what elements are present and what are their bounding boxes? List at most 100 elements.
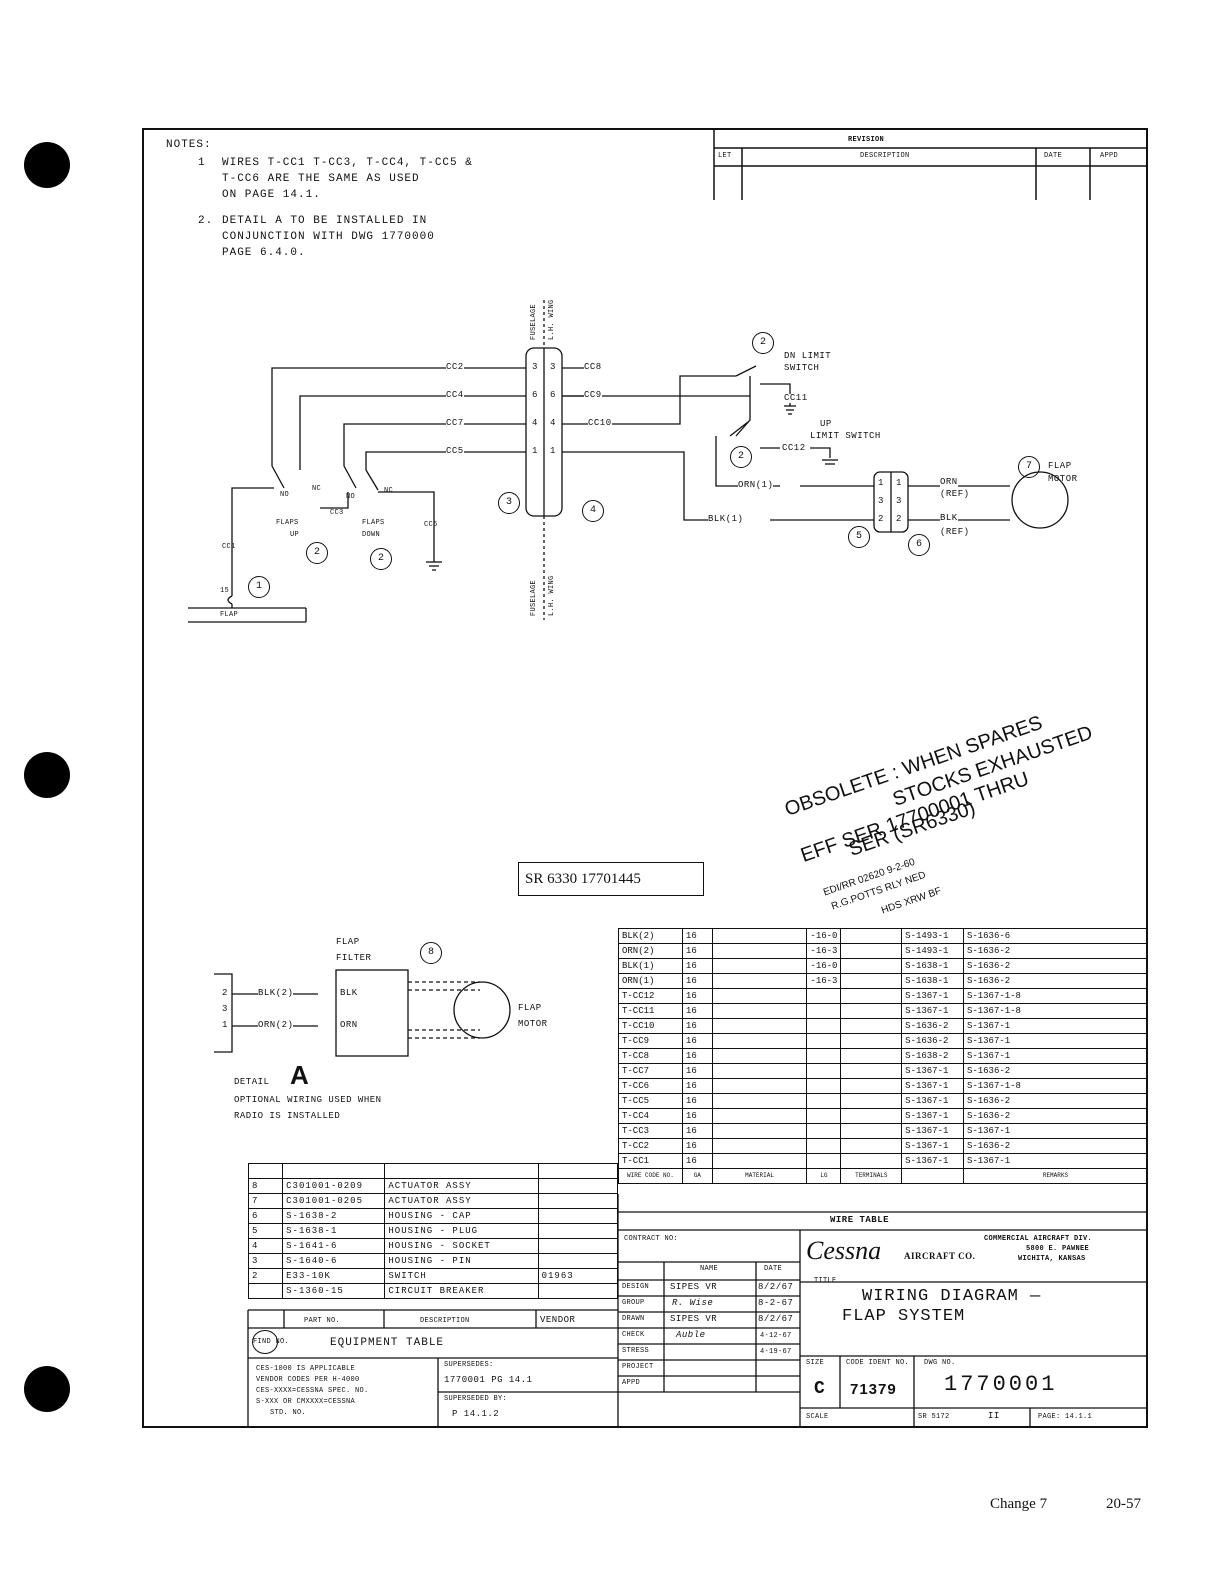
revision-col-date: DATE bbox=[1044, 152, 1063, 160]
detail-title: DETAIL bbox=[234, 1077, 270, 1087]
balloon-2-flaps-up: 2 bbox=[306, 542, 328, 564]
design-label: DESIGN bbox=[622, 1283, 650, 1291]
wire-cc7-label: CC7 bbox=[446, 418, 464, 428]
flap-motor-label-1: FLAP bbox=[1048, 461, 1072, 471]
drawing-number: 1770001 bbox=[944, 1372, 1058, 1397]
note-1-line-3: ON PAGE 14.1. bbox=[222, 189, 321, 201]
filter-orn-terminal: ORN bbox=[340, 1020, 358, 1030]
wire-cc5-label: CC5 bbox=[446, 446, 464, 456]
check-label: CHECK bbox=[622, 1331, 645, 1339]
code-ident-value: 71379 bbox=[850, 1381, 897, 1398]
revision-number: II bbox=[988, 1411, 1000, 1421]
plug-pin-3b: 3 bbox=[896, 496, 902, 506]
equipment-table-cell bbox=[247, 1283, 284, 1299]
wire-cc8-label: CC8 bbox=[584, 362, 602, 372]
scale-label: SCALE bbox=[806, 1413, 829, 1421]
equipment-table-title: EQUIPMENT TABLE bbox=[330, 1337, 445, 1349]
superseded-by-value: P 14.1.2 bbox=[452, 1409, 500, 1419]
balloon-2-dn-switch: 2 bbox=[752, 332, 774, 354]
size-label: SIZE bbox=[806, 1359, 825, 1367]
flap-filter-label-1: FLAP bbox=[336, 937, 360, 947]
wire-table-header-cell: MATERIAL bbox=[711, 1168, 808, 1184]
group-label: GROUP bbox=[622, 1299, 645, 1307]
wire-cc6-label: CC6 bbox=[424, 521, 438, 529]
plug-pin-2b: 2 bbox=[896, 514, 902, 524]
page-number-footer: 20-57 bbox=[1106, 1496, 1141, 1512]
equipment-head-description: DESCRIPTION bbox=[420, 1317, 470, 1325]
drawn-name: SIPES VR bbox=[670, 1314, 718, 1324]
plug-pin-1a: 1 bbox=[878, 478, 884, 488]
design-date: 8/2/67 bbox=[758, 1282, 794, 1292]
detail-flap-motor-label-1: FLAP bbox=[518, 1003, 542, 1013]
revision-col-approved: APPD bbox=[1100, 152, 1119, 160]
find-no-symbol: FIND NO. bbox=[252, 1330, 289, 1354]
wire-cc12-label: CC12 bbox=[782, 443, 806, 453]
connector-pin-6-left: 6 bbox=[532, 390, 538, 400]
revision-col-letter: LET bbox=[718, 152, 732, 160]
wire-cc2-label: CC2 bbox=[446, 362, 464, 372]
filter-blk-terminal: BLK bbox=[340, 988, 358, 998]
equipment-table-cell bbox=[537, 1283, 619, 1299]
drawn-date: 8/2/67 bbox=[758, 1314, 794, 1324]
balloon-2-up-switch: 2 bbox=[730, 446, 752, 468]
balloon-4-connector: 4 bbox=[582, 500, 604, 522]
detail-flap-motor-label-2: MOTOR bbox=[518, 1019, 548, 1029]
note-2-line-1: DETAIL A TO BE INSTALLED IN bbox=[222, 215, 428, 227]
wire-cc11-label: CC11 bbox=[784, 393, 808, 403]
detail-orn2-label: ORN(2) bbox=[258, 1020, 294, 1030]
drawn-label: DRAWN bbox=[622, 1315, 645, 1323]
note-2-line-3: PAGE 6.4.0. bbox=[222, 247, 306, 259]
motor-blk-ref-label: BLK bbox=[940, 513, 958, 523]
plug-pin-3a: 3 bbox=[878, 496, 884, 506]
stress-date: 4-19-67 bbox=[760, 1348, 792, 1356]
switch-2-no-label: NO bbox=[346, 493, 356, 501]
note-2-line-2: CONJUNCTION WITH DWG 1770000 bbox=[222, 231, 435, 243]
wire-table-header-cell: GA bbox=[681, 1168, 713, 1184]
connector-pin-6-right: 6 bbox=[550, 390, 556, 400]
check-name: Auble bbox=[676, 1330, 706, 1340]
switch-1-nc-label: NC bbox=[312, 485, 322, 493]
switch-1-no-label: NO bbox=[280, 491, 290, 499]
drawing-title-line-1: WIRING DIAGRAM — bbox=[862, 1287, 1042, 1306]
date-column-header: DATE bbox=[764, 1265, 783, 1273]
note-2-number: 2. bbox=[198, 215, 214, 227]
supersedes-label: SUPERSEDES: bbox=[444, 1361, 494, 1369]
wire-table-header-cell: WIRE CODE NO. bbox=[618, 1168, 683, 1184]
connector-pin-3-right: 3 bbox=[550, 362, 556, 372]
connector-pin-3-left: 3 bbox=[532, 362, 538, 372]
wire-orn1-label: ORN(1) bbox=[738, 480, 774, 490]
flaps-down-label-1: FLAPS bbox=[362, 519, 385, 527]
dwg-no-label: DWG NO. bbox=[924, 1359, 956, 1367]
page-number: PAGE: 14.1.1 bbox=[1038, 1413, 1093, 1421]
equipment-table-cell: CIRCUIT BREAKER bbox=[384, 1283, 539, 1299]
balloon-2-flaps-down: 2 bbox=[370, 548, 392, 570]
flap-motor-label-2: MOTOR bbox=[1048, 474, 1078, 484]
detail-letter: A bbox=[290, 1060, 310, 1090]
equipment-head-part: PART NO. bbox=[304, 1317, 341, 1325]
note-1-line-2: T-CC6 ARE THE SAME AS USED bbox=[222, 173, 420, 185]
balloon-5-plug: 5 bbox=[848, 526, 870, 548]
connector-pin-4-left: 4 bbox=[532, 418, 538, 428]
motor-orn-ref-label-2: (REF) bbox=[940, 489, 970, 499]
switch-2-nc-label: NC bbox=[384, 487, 394, 495]
flaps-down-label-2: DOWN bbox=[362, 531, 381, 539]
notes-box-line-1: CES-1000 IS APPLICABLE bbox=[256, 1365, 356, 1373]
drawing-frame bbox=[142, 128, 1148, 1428]
sr-reference-box: SR 6330 17701445 bbox=[518, 862, 704, 896]
note-1-number: 1 bbox=[198, 157, 206, 169]
